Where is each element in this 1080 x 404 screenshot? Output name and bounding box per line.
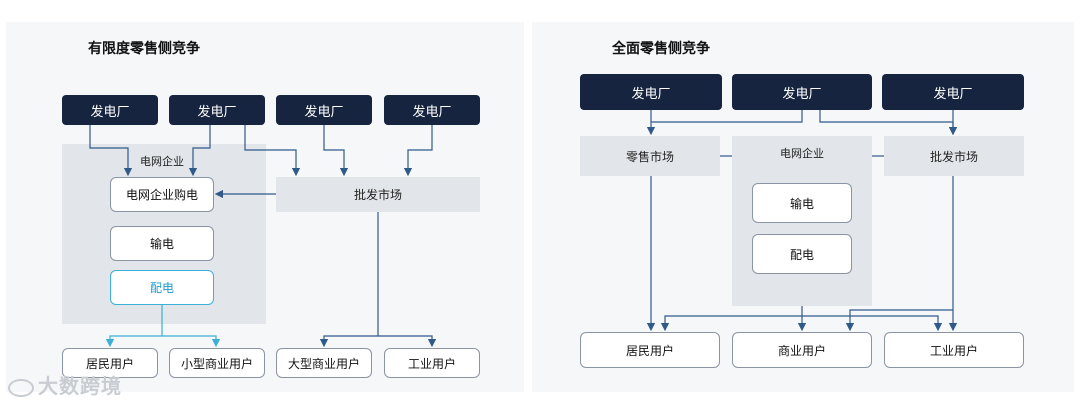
left-user-small-commercial: 小型商业用户	[169, 348, 265, 378]
line-wholesale-commercial-r	[845, 309, 953, 332]
left-plant-1: 发电厂	[62, 95, 158, 125]
left-transmission-box: 输电	[110, 226, 214, 261]
left-wholesale-label: 批发市场	[353, 188, 402, 202]
watermark: 大数跨境	[8, 370, 122, 399]
right-user-industrial: 工业用户	[884, 332, 1024, 368]
right-retail-region	[580, 136, 720, 176]
watermark-logo-icon	[8, 378, 34, 397]
left-grid-purchase-box: 电网企业购电	[110, 177, 214, 212]
line-lplant2-purchase	[188, 125, 211, 177]
left-plant-4: 发电厂	[384, 95, 480, 125]
line-distribution-residential	[105, 335, 162, 348]
line-lplant1-purchase	[89, 125, 133, 177]
right-grid-label: 电网企业	[780, 147, 824, 160]
line-wholesale-users	[319, 212, 379, 348]
watermark-text: 大数跨境	[38, 374, 122, 398]
line-rplant2-wholesale	[819, 110, 958, 136]
right-transmission-box: 输电	[752, 183, 852, 223]
right-user-residential: 居民用户	[580, 332, 720, 368]
right-distribution-box: 配电	[752, 234, 852, 274]
line-grid-industrial	[802, 315, 943, 332]
line-grid-residential	[660, 315, 802, 332]
line-distribution-small	[162, 335, 221, 348]
left-plant-2: 发电厂	[169, 95, 265, 125]
right-wholesale-label: 批发市场	[929, 149, 978, 164]
right-user-commercial: 商业用户	[732, 332, 872, 368]
right-plant-3: 发电厂	[882, 74, 1024, 110]
line-rplant2-split	[651, 110, 803, 123]
right-plant-2: 发电厂	[732, 74, 872, 110]
left-user-large-commercial: 大型商业用户	[276, 348, 372, 378]
line-lplant2-wholesale	[244, 125, 301, 177]
left-distribution-box: 配电	[110, 270, 214, 305]
line-lplant3-wholesale	[323, 125, 349, 177]
left-grid-label: 电网企业	[140, 155, 184, 168]
right-retail-label: 零售市场	[625, 149, 674, 164]
line-lplant4-wholesale	[403, 125, 433, 177]
right-wholesale-region	[884, 136, 1024, 176]
right-title: 全面零售侧竞争	[612, 41, 710, 57]
left-user-industrial: 工业用户	[384, 348, 480, 378]
right-plant-1: 发电厂	[580, 74, 722, 110]
left-user-residential: 居民用户	[62, 348, 158, 378]
line-wholesale-industrial	[378, 335, 437, 348]
left-wholesale-region	[276, 177, 480, 212]
left-title: 有限度零售侧竞争	[88, 41, 200, 57]
left-plant-3: 发电厂	[276, 95, 372, 125]
